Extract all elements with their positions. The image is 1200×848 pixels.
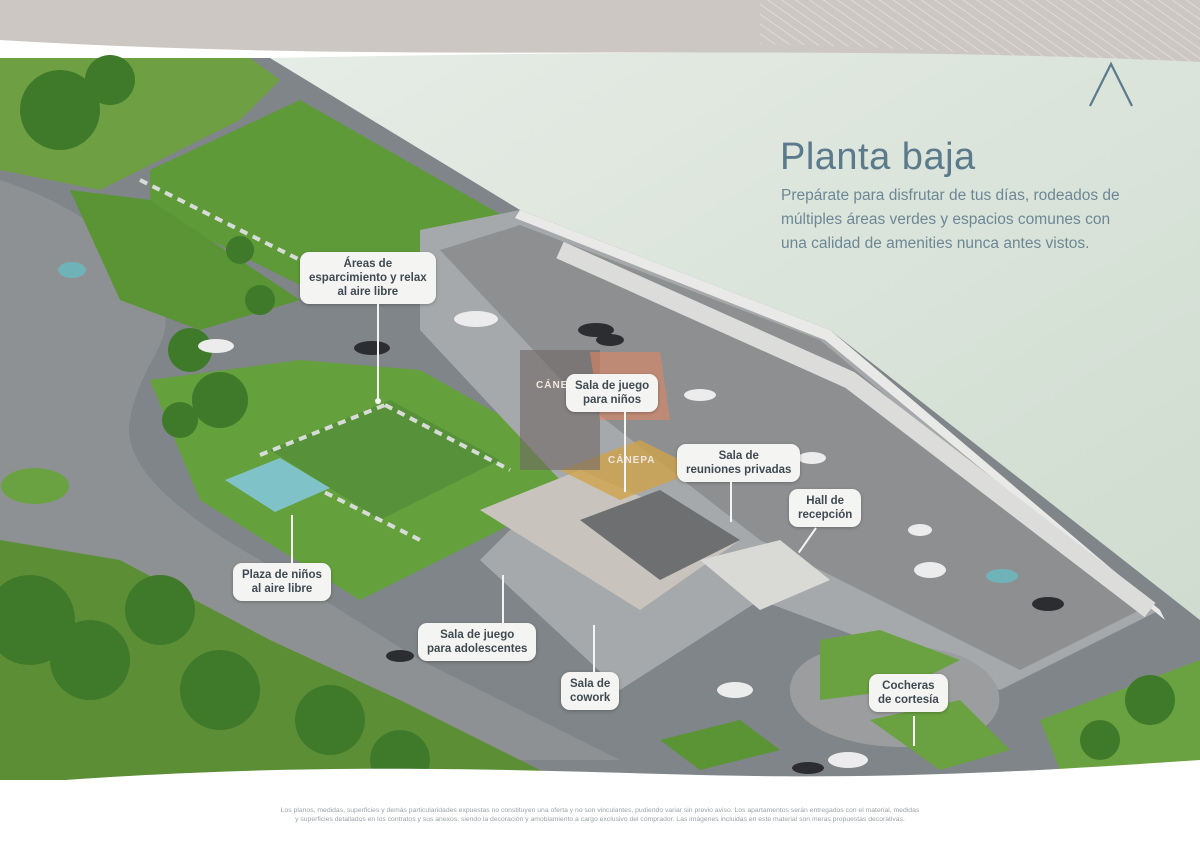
label-sala-juego-ninos: Sala de juego para niños: [566, 374, 659, 412]
label-line: reuniones privadas: [686, 464, 792, 476]
label-line: Áreas de: [343, 258, 393, 270]
description-line: Prepárate para disfrutar de tus días, ro…: [781, 187, 1120, 204]
label-cocheras: Cocheras de cortesía: [869, 674, 948, 712]
label-hall-recepcion: Hall de recepción: [789, 489, 862, 527]
label-line: esparcimiento y relax: [309, 272, 427, 284]
page-description: Prepárate para disfrutar de tus días, ro…: [781, 184, 1181, 256]
disclaimer-line: y superficies detallados en los contrato…: [295, 816, 905, 823]
label-areas-esparcimiento: Áreas de esparcimiento y relax al aire l…: [300, 252, 436, 304]
description-line: una calidad de amenities nunca antes vis…: [781, 235, 1090, 252]
label-line: Sala de: [718, 450, 759, 462]
label-line: recepción: [798, 509, 853, 521]
label-pin: [730, 482, 732, 522]
label-line: Sala de: [570, 678, 611, 690]
label-pin: [593, 625, 595, 672]
label-pin: [913, 716, 915, 746]
chevron-up-icon: [1089, 61, 1133, 107]
legal-disclaimer: Los planos, medidas, superficies y demás…: [100, 806, 1100, 824]
label-pin: [624, 412, 626, 492]
description-line: múltiples áreas verdes y espacios comune…: [781, 211, 1111, 228]
label-line: al aire libre: [251, 583, 313, 595]
label-pin-dot: [375, 398, 381, 404]
label-sala-reuniones: Sala de reuniones privadas: [677, 444, 801, 482]
label-pin: [377, 300, 379, 400]
label-line: Sala de juego: [575, 380, 650, 392]
label-sala-cowork: Sala de cowork: [561, 672, 620, 710]
label-pin: [291, 515, 293, 563]
label-pin: [502, 575, 504, 623]
label-plaza-ninos: Plaza de niños al aire libre: [233, 563, 331, 601]
label-line: cowork: [570, 692, 611, 704]
label-sala-adolescentes: Sala de juego para adolescentes: [418, 623, 537, 661]
sign-text: CÁNEPA: [608, 455, 656, 466]
label-line: Hall de: [806, 495, 845, 507]
label-line: Sala de juego: [440, 629, 515, 641]
label-line: para niños: [582, 394, 642, 406]
label-line: Plaza de niños: [242, 569, 322, 581]
label-line: al aire libre: [337, 286, 399, 298]
page-title: Planta baja: [780, 136, 976, 178]
label-line: para adolescentes: [427, 643, 528, 655]
disclaimer-line: Los planos, medidas, superficies y demás…: [280, 807, 920, 814]
sign-text: CÁNEPA: [536, 380, 584, 391]
label-line: de cortesía: [878, 694, 939, 706]
label-line: Cocheras: [882, 680, 935, 692]
